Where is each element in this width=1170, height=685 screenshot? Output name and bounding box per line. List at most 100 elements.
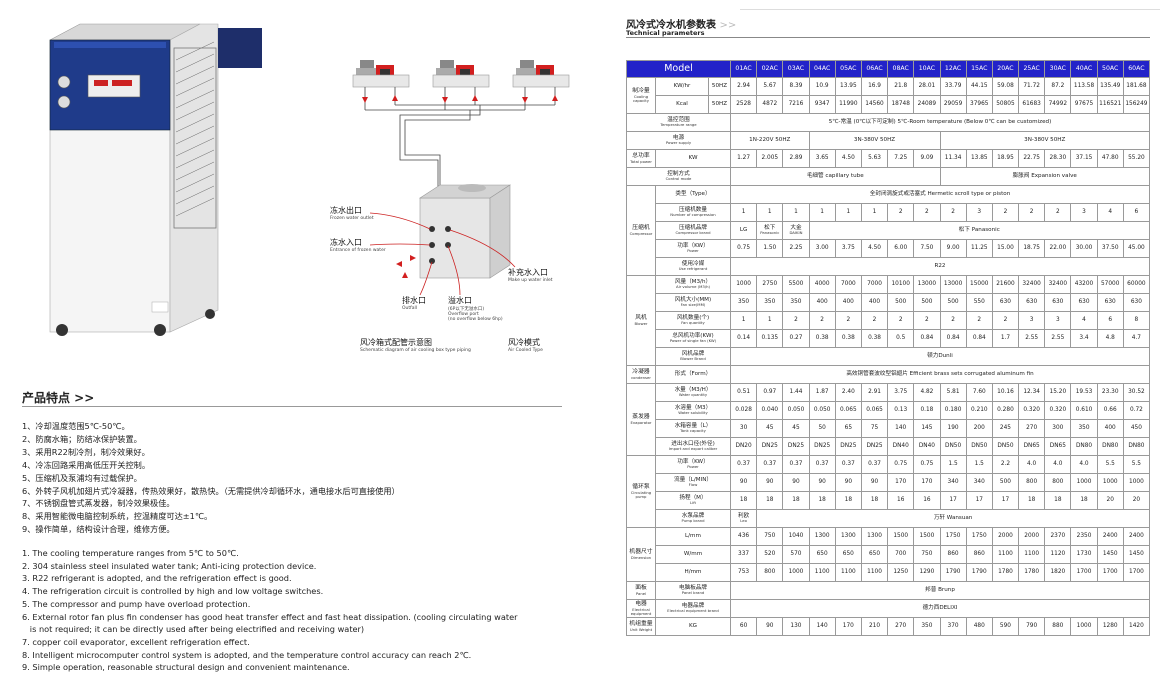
value-cell: 145 (913, 419, 941, 438)
value-cell: 500 (913, 293, 941, 312)
cell-label-cn: 功率（KW） (677, 458, 709, 465)
value-cell: 21.8 (887, 77, 915, 96)
value-cell: 650 (808, 545, 836, 564)
value-cell: 1 (729, 203, 758, 222)
model-header-cell: 08AC (887, 60, 915, 78)
value-cell: 4.50 (860, 239, 889, 258)
cell-label-cn: 水量（M3/H） (674, 386, 712, 393)
model-header: Model (626, 60, 731, 78)
value-cell: 753 (729, 563, 758, 582)
value-cell: 18 (729, 491, 758, 510)
value-cell: 13.95 (834, 77, 862, 96)
features-divider (22, 406, 562, 407)
row-label: L/mm (655, 527, 731, 546)
value-cell: 7.50 (913, 239, 941, 258)
value-cell: 65 (834, 419, 862, 438)
value-cell: 2.89 (782, 149, 810, 168)
value-cell: 0.37 (756, 455, 784, 474)
value-cell: 60000 (1122, 275, 1151, 294)
feature-item-en: 3. R22 refrigerant is adopted, and the r… (22, 573, 292, 584)
value-cell: 90 (729, 473, 758, 492)
value-cell: 59.08 (991, 77, 1020, 96)
cell-label-en: Lift (690, 500, 696, 506)
value-cell: 90 (782, 473, 810, 492)
value-cell: 2 (782, 311, 810, 330)
value-cell: 4.82 (913, 383, 941, 402)
value-cell: DN80 (1070, 437, 1098, 456)
feature-item-cn: 7、不锈钢盘管式蒸发器，制冷效果极佳。 (22, 498, 175, 509)
feature-item-cn: 6、外转子风机加翅片式冷凝器，传热效果好，散热快。（无需提供冷却循环水，通电接水… (22, 485, 400, 496)
value-cell: 0.84 (913, 329, 941, 348)
row-unit: KW (655, 149, 731, 168)
value-cell: 6.00 (887, 239, 915, 258)
control-mode-value: 膨胀阀 Expansion valve (939, 167, 1150, 186)
cell-label-cn: 风机数量(个) (676, 314, 710, 321)
value-cell: 500 (887, 293, 915, 312)
params-title-arrow: >> (719, 20, 737, 31)
cell-label-cn: 总风机功率(KW) (672, 332, 714, 339)
feature-item-en: 2. 304 stainless steel insulated water t… (22, 560, 317, 571)
value-cell: 8.39 (782, 77, 810, 96)
value-cell: 1780 (1018, 563, 1046, 582)
value-cell: DN25 (834, 437, 862, 456)
value-cell: 6 (1096, 311, 1124, 330)
value-cell: 7000 (860, 275, 889, 294)
cell-label-en: Use refrigerant (678, 266, 708, 272)
value-cell: 1000 (729, 275, 758, 294)
value-cell: 0.51 (729, 383, 758, 402)
cell-label-cn: 面板 (635, 585, 647, 592)
value-cell: 18.75 (1018, 239, 1046, 258)
value-cell: 37.50 (1096, 239, 1124, 258)
value-cell: 1700 (1122, 563, 1151, 582)
value-cell: 57000 (1096, 275, 1124, 294)
value-cell: 1250 (887, 563, 915, 582)
value-cell: 0.38 (860, 329, 889, 348)
cell-label-en: DAIKIN (789, 230, 803, 236)
value-cell: 2 (913, 203, 941, 222)
value-cell: 190 (939, 419, 967, 438)
power-supply-value: 1N-220V 50HZ (730, 131, 810, 150)
value-cell: 800 (1018, 473, 1046, 492)
value-cell: 2.55 (1018, 329, 1046, 348)
cell-label-en: Evaporator (630, 419, 652, 425)
value-cell: 55.20 (1122, 149, 1151, 168)
value-cell: 24089 (913, 95, 941, 114)
value-cell: 3.65 (808, 149, 836, 168)
model-header-cell: 01AC (729, 60, 758, 78)
value-cell: 3 (1044, 311, 1072, 330)
blower-brand-value: 顿力Dunli (730, 347, 1150, 366)
value-cell: 0.050 (782, 401, 810, 420)
value-cell: 29059 (939, 95, 967, 114)
cell-label-en: Power (687, 248, 699, 254)
cell-label-cn: 冷凝器 (632, 369, 650, 376)
value-cell: 4.0 (1044, 455, 1072, 474)
feature-item-cn: 5、压缩机及泵浦均有过载保护。 (22, 472, 142, 483)
row-label: 风量（M3/h）Air volume (M3/h) (655, 275, 731, 294)
value-cell: 2 (939, 203, 967, 222)
value-cell: 20 (1096, 491, 1124, 510)
value-cell: 12.34 (1018, 383, 1046, 402)
value-cell: 28.30 (1044, 149, 1072, 168)
cell-label-en: Temperature range (660, 122, 697, 128)
value-cell: 15.00 (991, 239, 1020, 258)
feature-item-en: 5. The compressor and pump have overload… (22, 598, 251, 609)
value-cell: 570 (782, 545, 810, 564)
value-cell: 2.2 (991, 455, 1020, 474)
features-list-cn: 1、冷却温度范围5℃-50℃。 2、防腐水箱；防结冰保护装置。 3、采用R22制… (22, 420, 582, 536)
value-cell: 1 (756, 311, 784, 330)
cell-label-cn: 进出水口径(外径) (671, 440, 715, 447)
cell-label-en: Fan size(MM) (680, 302, 706, 308)
feature-item-en: 7. copper coil evaporator, excellent ref… (22, 636, 250, 647)
value-cell: 7.60 (965, 383, 993, 402)
value-cell: 1500 (887, 527, 915, 546)
model-header-cell: 60AC (1122, 60, 1151, 78)
value-cell: 0.610 (1070, 401, 1098, 420)
value-cell: 30 (729, 419, 758, 438)
